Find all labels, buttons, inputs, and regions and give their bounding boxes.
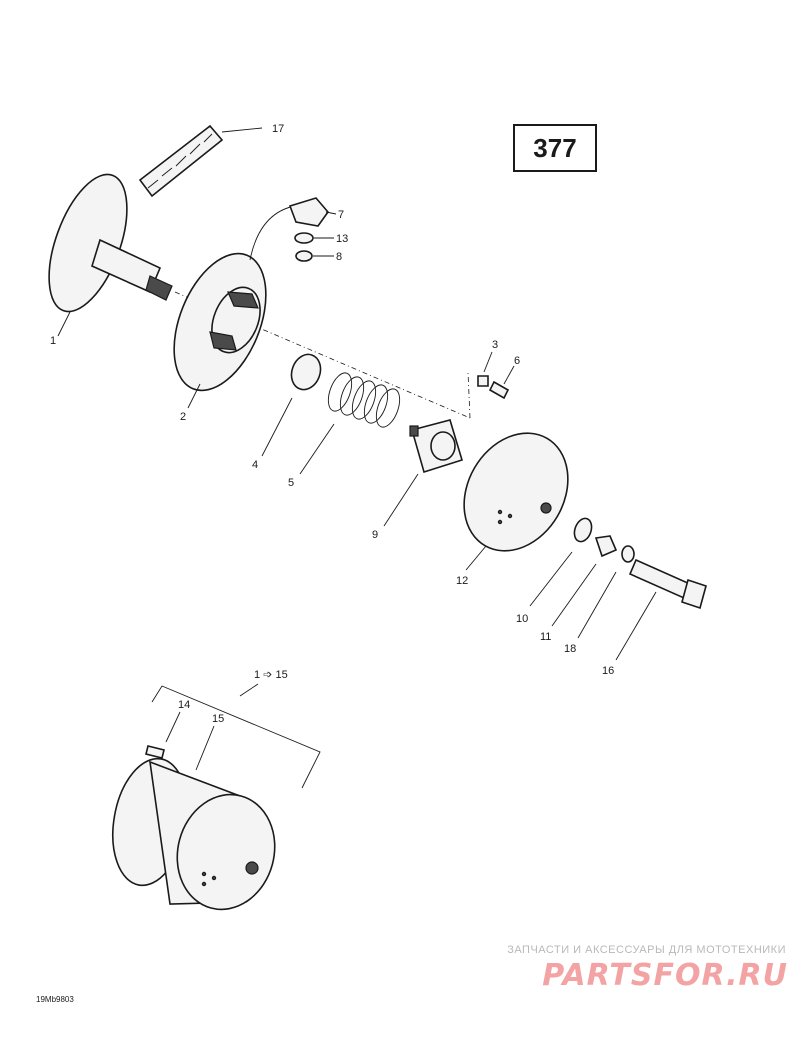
- center-axis: [174, 291, 471, 419]
- leader-16: [615, 591, 657, 661]
- part-10-washer: [573, 517, 593, 543]
- leader-15: [195, 725, 215, 771]
- callout-11: 11: [540, 631, 551, 643]
- callout-8: 8: [336, 251, 342, 263]
- part-16-bolt: [628, 558, 707, 610]
- leader-9: [383, 473, 419, 527]
- leader-1: [57, 311, 71, 337]
- part-7-slider: [288, 197, 330, 227]
- leader-17: [221, 127, 263, 133]
- part-9-collar: [409, 419, 463, 474]
- callout-15: 15: [212, 713, 224, 725]
- watermark-tagline: ЗАПЧАСТИ И АКСЕССУАРЫ ДЛЯ МОТОТЕХНИКИ: [507, 944, 786, 956]
- callout-assembly: 1 ➩ 15: [254, 669, 288, 681]
- callout-14: 14: [178, 699, 190, 711]
- callout-18: 18: [564, 643, 576, 655]
- callout-7: 7: [338, 209, 344, 221]
- callout-9: 9: [372, 529, 378, 541]
- callout-17: 17: [272, 123, 284, 135]
- callout-4: 4: [252, 459, 258, 471]
- watermark-logo: PARTSFOR.RU: [542, 958, 788, 993]
- part-5-spring: [327, 372, 401, 428]
- part-2-movable-sheave: [173, 204, 301, 392]
- part-4-washer: [290, 353, 322, 391]
- leader-3: [483, 351, 493, 373]
- part-8-washer: [295, 250, 313, 262]
- page-number: 377: [533, 132, 577, 163]
- part-12-cover: [463, 432, 569, 552]
- leader-11: [551, 563, 597, 627]
- leader-7: [325, 211, 337, 215]
- leader-10: [529, 551, 573, 607]
- drawing-code: 19Mb9803: [36, 995, 74, 1004]
- callout-1: 1: [50, 335, 56, 347]
- part-6-screw: [488, 380, 510, 400]
- part-15-assembled-clutch: [112, 757, 276, 911]
- callout-2: 2: [180, 411, 186, 423]
- leader-12: [465, 545, 487, 571]
- leader-4: [261, 397, 293, 457]
- callout-10: 10: [516, 613, 528, 625]
- leader-2: [187, 383, 201, 409]
- page-number-box: 377: [513, 124, 597, 172]
- part-17-belt: [138, 124, 224, 198]
- leader-5: [299, 423, 335, 475]
- callout-16: 16: [602, 665, 614, 677]
- assembly-bracket: [151, 685, 321, 789]
- callout-6: 6: [514, 355, 520, 367]
- part-11-nut: [594, 535, 618, 558]
- callout-12: 12: [456, 575, 468, 587]
- callout-3: 3: [492, 339, 498, 351]
- part-1-fixed-sheave: [48, 173, 173, 313]
- callout-5: 5: [288, 477, 294, 489]
- part-13-washer: [294, 232, 314, 244]
- part-3-clip: [477, 375, 489, 387]
- assembly-pointer: [239, 683, 259, 697]
- leader-18: [577, 571, 617, 639]
- leader-6: [503, 365, 515, 385]
- leader-14: [165, 711, 181, 743]
- part-18-lockwasher: [621, 545, 635, 563]
- callout-13: 13: [336, 233, 348, 245]
- part-14-screw: [145, 745, 165, 759]
